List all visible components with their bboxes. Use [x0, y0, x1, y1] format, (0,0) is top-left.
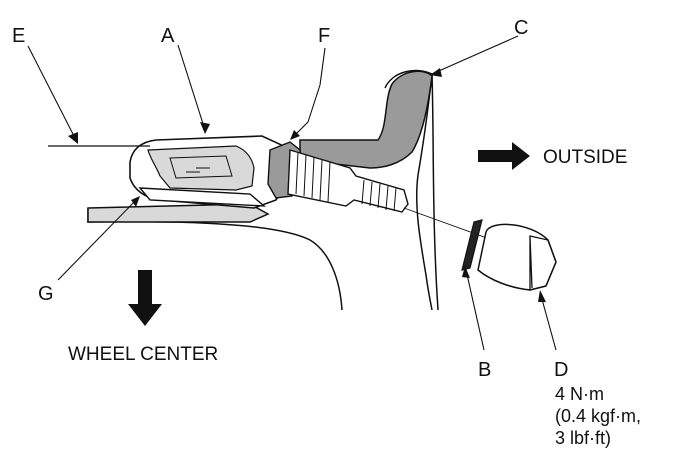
- outside-arrow-icon: [478, 142, 530, 170]
- callout-d: D: [554, 359, 568, 381]
- valve-nut-d: [477, 223, 557, 291]
- callout-b: B: [478, 359, 491, 381]
- outside-label: OUTSIDE: [543, 147, 627, 168]
- leader-f: [319, 47, 326, 86]
- valve-nut-face: [529, 235, 557, 291]
- torque-spec-line1: 4 N·m: [555, 384, 604, 404]
- leader-f-bend: [291, 84, 321, 139]
- arrowhead-a: [200, 122, 210, 134]
- callout-c: C: [514, 17, 528, 39]
- arrowhead-d: [538, 290, 546, 302]
- torque-spec-line2: (0.4 kgf·m,: [555, 406, 641, 426]
- leader-b: [465, 269, 485, 351]
- sensor-body-inner-detail: [169, 155, 233, 179]
- valve-stem-threads: [295, 151, 397, 212]
- leader-g: [57, 197, 139, 281]
- sensor-body-base: [138, 187, 267, 207]
- callout-f: F: [318, 25, 330, 47]
- leader-arrowheads: [68, 68, 546, 302]
- washer-b: [461, 219, 483, 271]
- callout-a: A: [161, 25, 175, 47]
- leader-a: [177, 44, 206, 131]
- arrowhead-c: [430, 68, 442, 77]
- arrowhead-b: [462, 266, 470, 278]
- leader-c: [431, 35, 519, 75]
- callout-g: G: [38, 283, 54, 305]
- wheel-center-arrow-icon: [128, 270, 162, 326]
- arrowhead-e: [68, 132, 78, 144]
- wheel-drop-center: [87, 208, 343, 311]
- torque-spec-line3: 3 lbf·ft): [555, 428, 611, 448]
- wheel-rim-shaded-section: [299, 70, 433, 169]
- wheel-center-label: WHEEL CENTER: [68, 344, 218, 365]
- leader-e: [27, 45, 77, 141]
- callout-e: E: [12, 25, 25, 47]
- arrowhead-g: [131, 196, 140, 207]
- arrowhead-f: [290, 130, 300, 140]
